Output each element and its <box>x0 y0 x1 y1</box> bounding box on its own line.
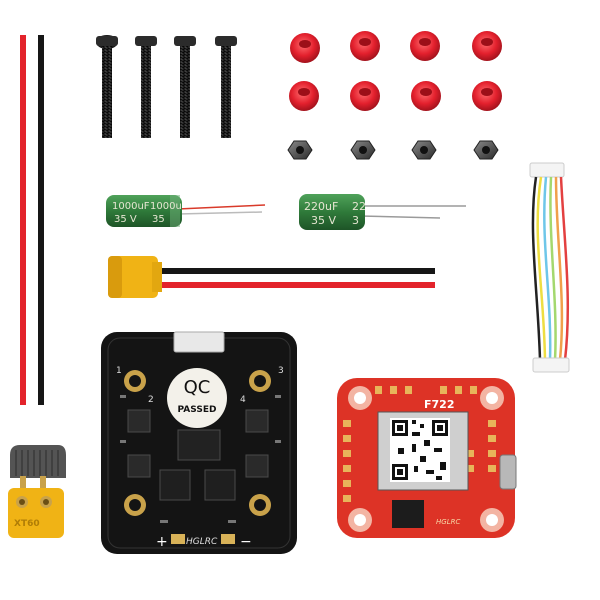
motor-label-3: 3 <box>278 366 284 376</box>
nut <box>411 140 437 160</box>
rubber-grommets <box>289 31 502 111</box>
plus-label: + <box>156 534 168 550</box>
motor-label-4: 4 <box>240 395 246 405</box>
capacitor-capacitance-label: 1000uF <box>112 201 150 212</box>
capacitor-220uf: 220uF 22 35 V 3 <box>299 194 466 230</box>
motor-label-1: 1 <box>116 366 122 376</box>
flight-controller-board: F722 HGLRC <box>337 378 517 538</box>
fc-model-label: F722 <box>424 398 454 411</box>
capacitor-voltage-label-repeat: 3 <box>352 214 359 227</box>
red-wire <box>20 35 26 405</box>
xt60-marking: XT60 <box>14 519 40 529</box>
capacitor-voltage-label: 35 V <box>114 214 137 225</box>
capacitor-capacitance-label: 220uF <box>304 200 338 213</box>
black-wire <box>38 35 44 405</box>
esc-brand-label: HGLRC <box>186 537 218 547</box>
power-wires <box>20 35 44 405</box>
capacitor-capacitance-label-repeat: 22 <box>352 200 366 213</box>
hex-nuts <box>287 140 499 160</box>
grommet <box>350 81 380 111</box>
screws <box>96 35 237 138</box>
grommet <box>410 31 440 61</box>
qc-label: QC <box>184 377 211 398</box>
nut <box>287 140 313 160</box>
screw <box>96 35 118 138</box>
fc-brand-label: HGLRC <box>436 518 460 526</box>
qc-passed-label: PASSED <box>178 405 217 415</box>
capacitor-1000uf: 1000uF 1000u 35 V 35 <box>106 195 266 227</box>
nut <box>350 140 376 160</box>
xt60-pigtail <box>108 256 435 298</box>
screw <box>135 36 157 138</box>
esc-board: QC PASSED 1 2 4 3 + − HGLRC <box>101 331 297 554</box>
grommet <box>289 81 319 111</box>
capacitor-voltage-label: 35 V <box>311 214 336 227</box>
grommet <box>411 81 441 111</box>
screw <box>215 36 237 138</box>
qr-code <box>392 420 448 480</box>
qc-passed-sticker <box>167 368 227 428</box>
nut <box>473 140 499 160</box>
grommet <box>472 31 502 61</box>
signal-cable-harness <box>529 162 570 373</box>
capacitor-voltage-label-repeat: 35 <box>152 214 165 225</box>
capacitor-capacitance-label-repeat: 1000u <box>150 201 182 212</box>
grommet <box>472 81 502 111</box>
motor-label-2: 2 <box>148 395 154 405</box>
minus-label: − <box>240 534 252 550</box>
screw <box>174 36 196 138</box>
grommet <box>350 31 380 61</box>
xt60-connector: XT60 <box>8 445 66 538</box>
grommet <box>290 33 320 63</box>
